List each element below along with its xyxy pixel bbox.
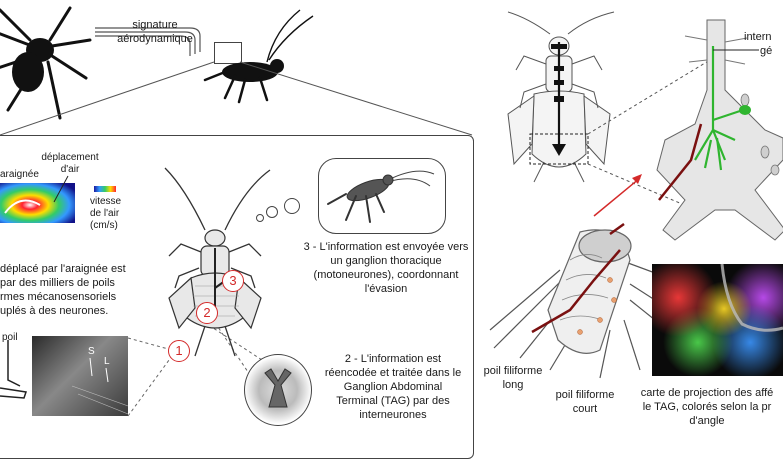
interneuron-label: intern gé (744, 30, 772, 58)
signature-label: signature aérodynamique (100, 18, 210, 46)
vitesse-label: vitesse de l'air (cm/s) (90, 196, 121, 232)
step1-number: 1 (175, 343, 183, 358)
hair-sketch (0, 340, 27, 399)
step3-circle: 3 (222, 270, 244, 292)
red-arrow (593, 174, 642, 217)
step2-line2: réencodée et traitée dans le (324, 367, 462, 379)
poil-long-label: poil filiforme long (476, 364, 550, 392)
micrograph-lines (71, 357, 129, 415)
step3-line3: (motoneurones), coordonnant (313, 269, 459, 281)
step3-line1: 3 - L'information est envoyée vers (303, 241, 469, 253)
hair-micrograph (32, 336, 128, 416)
tag-ganglion-zoom (656, 19, 783, 241)
step2-line4: Terminal (TAG) par des (336, 395, 450, 407)
poil-long-line1: poil filiforme (483, 365, 543, 377)
desc-line1: déplacé par l'araignée est (0, 263, 126, 275)
step2-circle: 2 (196, 302, 218, 324)
carte-line2: le TAG, colorés selon la pr (642, 401, 772, 413)
step2-text: 2 - L'information est réencodée et trait… (310, 352, 476, 422)
signature-word: signature (132, 19, 178, 31)
poil-court-line1: poil filiforme (555, 389, 615, 401)
vitesse-line2: de l'air (90, 208, 120, 219)
projection-map-caption: carte de projection des affé le TAG, col… (622, 386, 783, 428)
jumping-cricket-icon (327, 170, 435, 223)
poil-long-line2: long (502, 379, 524, 391)
deplacement-line2: d'air (60, 164, 80, 175)
step1-circle: 1 (168, 340, 190, 362)
step3-text: 3 - L'information est envoyée vers un ga… (296, 240, 476, 296)
carte-line3: d'angle (689, 415, 725, 427)
vitesse-line3: (cm/s) (90, 220, 118, 231)
desc-line4: uplés à des neurones. (0, 305, 109, 317)
color-scale (94, 186, 116, 192)
cercus-cylinder (489, 222, 687, 379)
vitesse-line1: vitesse (90, 196, 122, 207)
poil-court-label: poil filiforme court (548, 388, 622, 416)
projection-map-neurite (720, 263, 783, 332)
thought-dot-large (284, 198, 300, 214)
step3-line2: un ganglion thoracique (330, 255, 442, 267)
deplacement-label: déplacement d'air (40, 152, 100, 176)
step2-line3: Ganglion Abdominal (343, 381, 443, 393)
spider-illustration (0, 6, 92, 120)
escape-bubble (318, 158, 446, 234)
desc-line3: rmes mécanosensoriels (0, 291, 117, 303)
l-label: L (104, 356, 110, 367)
desc-line2: par des milliers de poils (0, 277, 115, 289)
description-text: déplacé par l'araignée est par des milli… (0, 262, 145, 318)
step2-line5: interneurones (359, 409, 427, 421)
intern-line1: intern (744, 31, 772, 43)
tag-shape (264, 368, 292, 408)
thought-dot-small (256, 214, 264, 222)
s-label: S (88, 346, 95, 357)
carte-line1: carte de projection des affé (640, 387, 774, 399)
deplacement-line1: déplacement (41, 152, 99, 163)
intern-line2: gé (760, 45, 773, 57)
tag-micrograph (244, 354, 312, 426)
step3-line4: l'évasion (364, 283, 408, 295)
zoom-box (214, 42, 242, 64)
cricket-nervous-system (507, 11, 615, 183)
air-signature-lines (95, 27, 201, 56)
araignee-label: araignée (0, 169, 39, 180)
step2-number: 2 (203, 305, 211, 320)
poil-court-line2: court (572, 403, 598, 415)
projection-map (652, 264, 783, 376)
step2-line1: 2 - L'information est (344, 353, 442, 365)
air-velocity-heatmap (0, 183, 75, 223)
thought-dot-medium (266, 206, 278, 218)
poil-label: poil (2, 332, 18, 343)
cricket-silhouette-top (203, 9, 314, 104)
deplacement-pointer (53, 175, 69, 203)
step3-number: 3 (229, 273, 237, 288)
aerodynamique-word: aérodynamique (117, 33, 193, 45)
